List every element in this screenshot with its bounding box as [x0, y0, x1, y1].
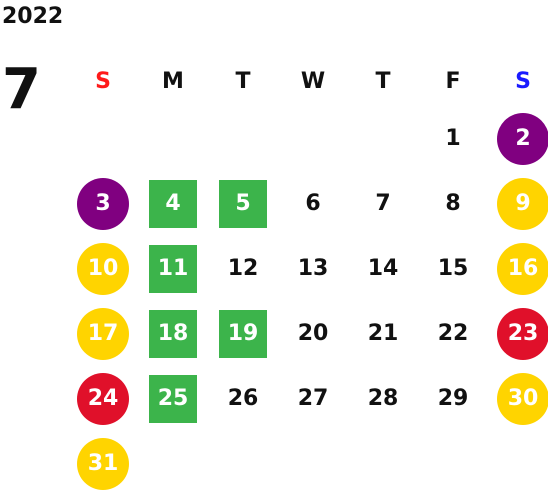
day-number: 1 [445, 126, 461, 151]
calendar-day-cell[interactable]: 31 [68, 431, 138, 496]
calendar-day-cell[interactable]: 11 [138, 236, 208, 301]
calendar-day-cell[interactable]: 17 [68, 301, 138, 366]
day-number-yellow-circle: 17 [77, 307, 129, 360]
day-number: 27 [297, 386, 329, 411]
day-number-red-circle: 23 [497, 307, 548, 360]
calendar-day-cell[interactable]: 23 [488, 301, 548, 366]
day-number-yellow-circle: 31 [77, 437, 129, 490]
calendar-day-cell[interactable]: 29 [418, 366, 488, 431]
month-number: 7 [2, 57, 41, 122]
calendar-day-cell[interactable]: 22 [418, 301, 488, 366]
day-number-green-square: 18 [149, 309, 197, 358]
calendar-day-cell[interactable]: 10 [68, 236, 138, 301]
day-number-yellow-circle: 9 [497, 177, 548, 230]
day-number: 26 [227, 386, 259, 411]
day-number: 20 [297, 321, 329, 346]
calendar-day-cell[interactable]: 5 [208, 171, 278, 236]
weekday-header-sunday: S [95, 68, 111, 94]
weekday-header-monday: M [162, 68, 184, 94]
weekday-header-wednesday: W [300, 68, 326, 94]
weekday-header-tuesday: T [235, 68, 251, 94]
calendar-day-cell[interactable]: 7 [348, 171, 418, 236]
calendar-day-cell[interactable]: 30 [488, 366, 548, 431]
day-number: 28 [367, 386, 399, 411]
calendar-day-cell[interactable]: 28 [348, 366, 418, 431]
calendar-day-cell[interactable]: 1 [418, 106, 488, 171]
year-label: 2022 [2, 4, 64, 29]
calendar-day-cell[interactable]: 16 [488, 236, 548, 301]
day-number-green-square: 5 [219, 179, 267, 228]
day-number: 8 [445, 191, 461, 216]
day-number-purple-circle: 2 [497, 112, 548, 165]
weekday-header-saturday: S [515, 68, 531, 94]
day-number: 12 [227, 256, 259, 281]
day-number-green-square: 25 [149, 374, 197, 423]
day-number-green-square: 19 [219, 309, 267, 358]
weekday-header-thursday: T [375, 68, 391, 94]
day-number-green-square: 4 [149, 179, 197, 228]
day-number-red-circle: 24 [77, 372, 129, 425]
calendar-day-cell[interactable]: 18 [138, 301, 208, 366]
calendar-day-cell[interactable]: 19 [208, 301, 278, 366]
calendar-day-cell[interactable]: 2 [488, 106, 548, 171]
calendar-day-cell[interactable]: 6 [278, 171, 348, 236]
calendar-day-cell[interactable]: 21 [348, 301, 418, 366]
weekday-header-friday: F [445, 68, 461, 94]
day-number: 22 [437, 321, 469, 346]
day-number: 15 [437, 256, 469, 281]
day-number-yellow-circle: 10 [77, 242, 129, 295]
calendar-day-cell[interactable]: 25 [138, 366, 208, 431]
day-number-purple-circle: 3 [77, 177, 129, 230]
day-number: 7 [375, 191, 391, 216]
day-number-yellow-circle: 30 [497, 372, 548, 425]
day-number-green-square: 11 [149, 244, 197, 293]
day-number-yellow-circle: 16 [497, 242, 548, 295]
calendar-day-cell[interactable]: 27 [278, 366, 348, 431]
calendar-day-cell[interactable]: 20 [278, 301, 348, 366]
day-number: 29 [437, 386, 469, 411]
day-number: 14 [367, 256, 399, 281]
calendar-day-cell[interactable]: 4 [138, 171, 208, 236]
calendar-day-cell[interactable]: 3 [68, 171, 138, 236]
calendar-day-cell[interactable]: 24 [68, 366, 138, 431]
day-number: 6 [305, 191, 321, 216]
calendar-day-cell[interactable]: 13 [278, 236, 348, 301]
calendar-day-cell[interactable]: 15 [418, 236, 488, 301]
day-number: 21 [367, 321, 399, 346]
calendar-day-cell[interactable]: 14 [348, 236, 418, 301]
calendar-day-cell[interactable]: 12 [208, 236, 278, 301]
calendar-day-cell[interactable]: 26 [208, 366, 278, 431]
calendar-day-cell[interactable]: 9 [488, 171, 548, 236]
day-number: 13 [297, 256, 329, 281]
calendar-day-cell[interactable]: 8 [418, 171, 488, 236]
